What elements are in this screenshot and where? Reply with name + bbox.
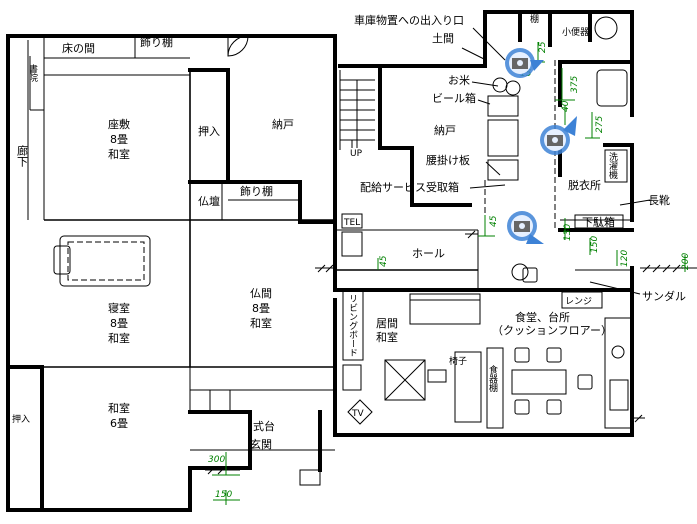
label-tel: TEL	[343, 218, 360, 228]
label-zashiki-size: 8畳	[110, 133, 128, 146]
label-tv: TV	[351, 409, 364, 419]
label-tana: 棚	[530, 13, 539, 25]
dimension-lines	[212, 42, 686, 505]
label-genkan: 玄関	[250, 437, 272, 451]
label-hall: ホール	[412, 247, 445, 260]
dim-45-doma: 45	[489, 215, 499, 227]
label-shinshitsu-type: 和室	[108, 331, 130, 345]
label-living-board: リビングボード	[347, 294, 358, 357]
dim-375: 375	[570, 76, 580, 93]
dim-120: 120	[620, 250, 630, 267]
dim-25: 25	[538, 41, 548, 53]
dim-200: 200	[681, 253, 691, 270]
label-getabako: 下駄箱	[582, 215, 615, 229]
label-up: UP	[350, 149, 363, 159]
camera-icon	[540, 116, 577, 155]
label-butsudan: 仏壇	[198, 194, 220, 208]
label-cushion-floor: （クッションフロアー）	[492, 324, 612, 337]
dim-150-bottom: 150	[215, 490, 232, 500]
dim-275: 275	[595, 116, 605, 133]
label-washitsu-size: 6畳	[110, 417, 128, 430]
label-okome: お米	[448, 74, 470, 87]
dim-40: 40	[561, 100, 571, 112]
label-butsuma-type: 和室	[250, 316, 272, 330]
leader-lines	[461, 47, 506, 189]
label-shinshitsu: 寝室	[108, 301, 130, 315]
label-shokkidana: 食器棚	[487, 364, 498, 393]
dim-300: 300	[208, 455, 225, 465]
label-datsuijo: 脱衣所	[568, 178, 601, 192]
label-oshiire-2: 押入	[12, 413, 30, 425]
label-washitsu: 和室	[108, 401, 130, 415]
label-kazaridana-top: 飾り棚	[140, 35, 173, 49]
label-doma: 土間	[432, 32, 454, 45]
label-shobenki: 小便器	[562, 26, 589, 38]
label-koshikake-ita: 腰掛け板	[426, 153, 470, 167]
camera-icon	[507, 211, 544, 244]
label-nando-2: 納戸	[434, 124, 456, 137]
room-labels: 床の間 飾り棚 書院 座敷 8畳 和室 廊下 押入 納戸 仏壇 飾り棚 寝室 8…	[12, 13, 686, 451]
label-zashiki: 座敷	[108, 117, 130, 131]
label-garage-entrance: 車庫物置への出入り口	[354, 13, 464, 27]
label-beer-box: ビール箱	[432, 91, 476, 105]
label-shokudo-daidokoro: 食堂、台所	[515, 310, 570, 324]
label-nagagutsu: 長靴	[648, 193, 670, 207]
label-sentakuki: 洗濯機	[607, 151, 618, 180]
label-toko-no-ma: 床の間	[62, 41, 95, 55]
label-ima: 居間	[376, 317, 398, 330]
label-zashiki-type: 和室	[108, 147, 130, 161]
camera-icon	[505, 48, 544, 78]
dim-45-hall: 45	[379, 255, 389, 267]
label-rouka: 廊下	[16, 144, 29, 168]
label-nando-1: 納戸	[272, 118, 294, 131]
label-range: レンジ	[565, 297, 592, 307]
label-kazaridana-mid: 飾り棚	[240, 184, 273, 198]
label-ima-type: 和室	[376, 330, 398, 344]
label-butsuma-size: 8畳	[252, 302, 270, 315]
telephone-icon: TEL	[341, 213, 363, 257]
label-oshiire-1: 押入	[198, 124, 220, 138]
interior-lines	[27, 16, 697, 486]
tv-icon: TV	[347, 399, 373, 425]
label-shinshitsu-size: 8畳	[110, 317, 128, 330]
label-sandal: サンダル	[642, 289, 686, 303]
dim-150: 150	[590, 236, 600, 253]
label-haikyu-box: 配給サービス受取箱	[360, 180, 459, 194]
label-butsuma: 仏間	[250, 287, 272, 300]
label-isu: 椅子	[449, 355, 467, 367]
label-shikidai: 式台	[253, 419, 275, 433]
door-swings	[227, 35, 529, 281]
label-shoin: 書院	[27, 63, 38, 83]
outer-walls	[6, 10, 634, 512]
dim-130: 130	[563, 224, 573, 241]
